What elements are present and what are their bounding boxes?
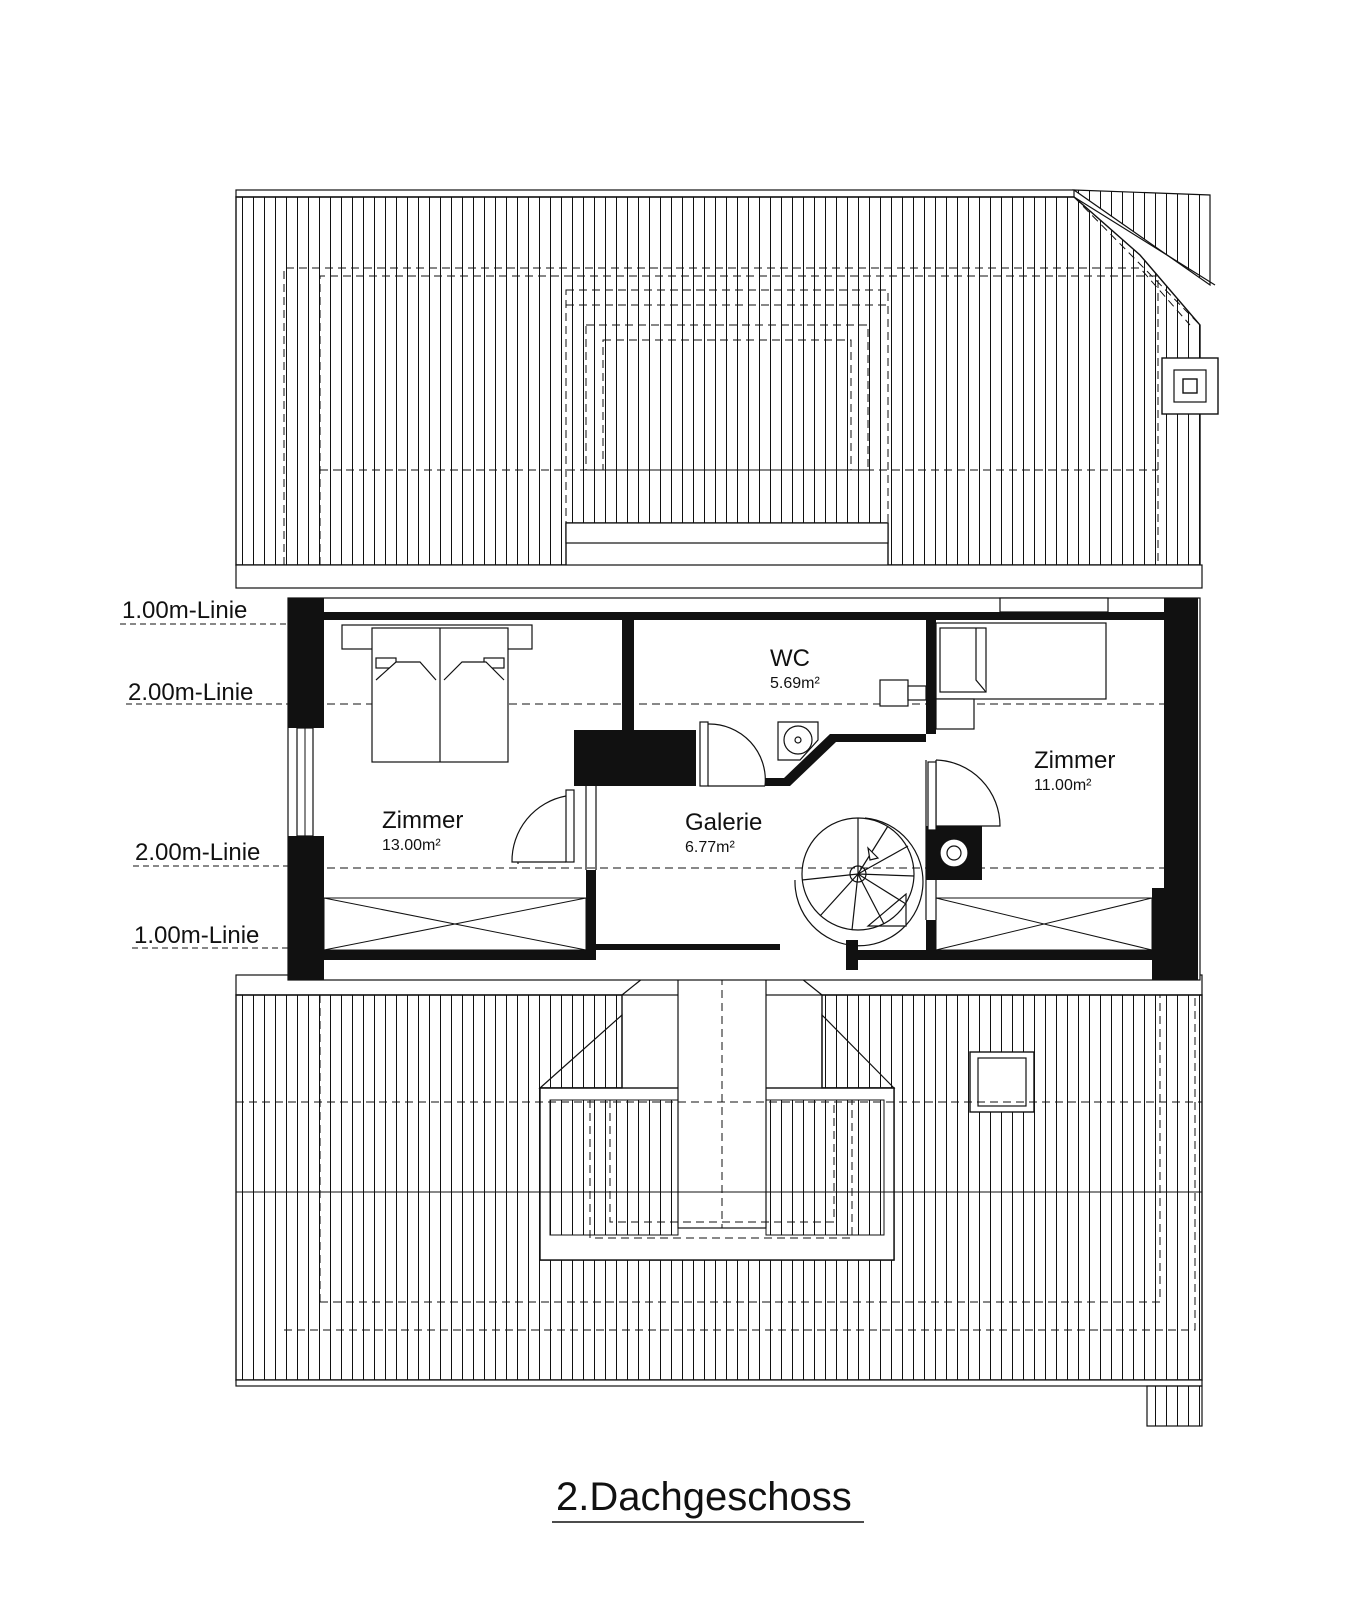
- floor-area: [287, 597, 1201, 981]
- level-line-top-inner: 2.00m-Linie: [128, 679, 253, 706]
- bed-icon: [341, 624, 533, 763]
- level-line-top-outer: 1.00m-Linie: [122, 597, 247, 624]
- roof-bottom: [235, 924, 1203, 1427]
- spiral-stair-icon: [794, 817, 924, 947]
- interior-walls: [574, 620, 936, 970]
- toilet-icon: [879, 679, 927, 707]
- room-name-wc: WC: [770, 645, 810, 672]
- exterior-walls: [288, 598, 1198, 980]
- room-area-galerie: 6.77m²: [685, 839, 735, 856]
- bed-single-icon: [935, 622, 1107, 730]
- level-line-bottom-inner: 2.00m-Linie: [135, 839, 260, 866]
- plan-title-text: 2.Dachgeschoss: [556, 1475, 852, 1519]
- room-name-galerie: Galerie: [685, 809, 762, 836]
- room-name-zimmer-right: Zimmer: [1034, 747, 1115, 774]
- level-labels: 1.00m-Linie 2.00m-Linie 2.00m-Linie 1.00…: [120, 597, 288, 949]
- room-area-zimmer-left: 13.00m²: [382, 837, 441, 854]
- sink-icon: [777, 721, 819, 761]
- plan-title: 2.Dachgeschoss: [552, 1475, 864, 1523]
- room-name-zimmer-left: Zimmer: [382, 807, 463, 834]
- level-line-bottom-outer: 1.00m-Linie: [134, 922, 259, 949]
- room-area-wc: 5.69m²: [770, 675, 820, 692]
- room-area-zimmer-right: 11.00m²: [1034, 777, 1092, 794]
- doors: [511, 721, 1001, 864]
- roof-top: [235, 189, 1219, 589]
- room-labels: Zimmer 13.00m² WC 5.69m² Zimmer 11.00m² …: [382, 645, 1115, 856]
